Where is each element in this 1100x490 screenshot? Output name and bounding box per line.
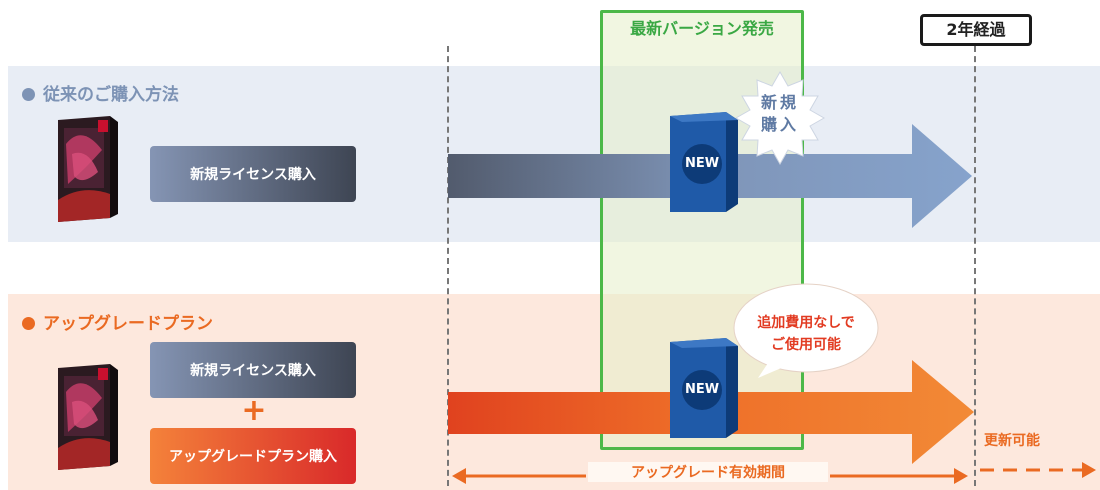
upgrade-period-label: アップグレード有効期間 <box>588 462 828 482</box>
product-box-icon <box>58 116 118 222</box>
traditional-title: 従来のご購入方法 <box>22 80 179 105</box>
start-dashed-line <box>447 46 449 486</box>
speech-bubble-icon <box>733 283 879 373</box>
upgrade-title: アップグレードプラン <box>22 309 213 334</box>
new-product-top-icon <box>670 112 738 212</box>
new-product-bottom-icon <box>670 338 738 438</box>
elapsed-label: 2年経過 <box>920 14 1032 46</box>
no-extra-cost-bubble-text: 追加費用なしで ご使用可能 <box>738 312 874 356</box>
arrow-head-icon <box>1082 462 1096 478</box>
bubble-line: 追加費用なしで <box>757 315 855 331</box>
upgrade-plan-button: アップグレードプラン購入 <box>150 428 356 484</box>
burst-line: 購入 <box>760 115 799 134</box>
plus-icon: + <box>241 393 267 428</box>
end-dashed-line <box>974 46 976 486</box>
new-badge: NEW <box>685 156 720 171</box>
burst-line: 新規 <box>760 93 799 112</box>
arrow-right-icon <box>954 468 968 484</box>
release-label: 最新バージョン発売 <box>630 19 774 38</box>
speech-bubble-tail-icon <box>758 360 786 378</box>
new-purchase-burst-text: 新規 購入 <box>728 92 832 136</box>
bullet-icon <box>22 317 35 330</box>
new-badge: NEW <box>685 382 720 397</box>
bullet-icon <box>22 88 35 101</box>
new-license-button: 新規ライセンス購入 <box>150 342 356 398</box>
product-box-icon <box>58 364 118 470</box>
burst-icon <box>734 70 826 166</box>
bubble-line: ご使用可能 <box>771 337 841 353</box>
arrow-left-icon <box>452 468 466 484</box>
renewable-label: 更新可能 <box>984 433 1040 449</box>
new-license-button: 新規ライセンス購入 <box>150 146 356 202</box>
